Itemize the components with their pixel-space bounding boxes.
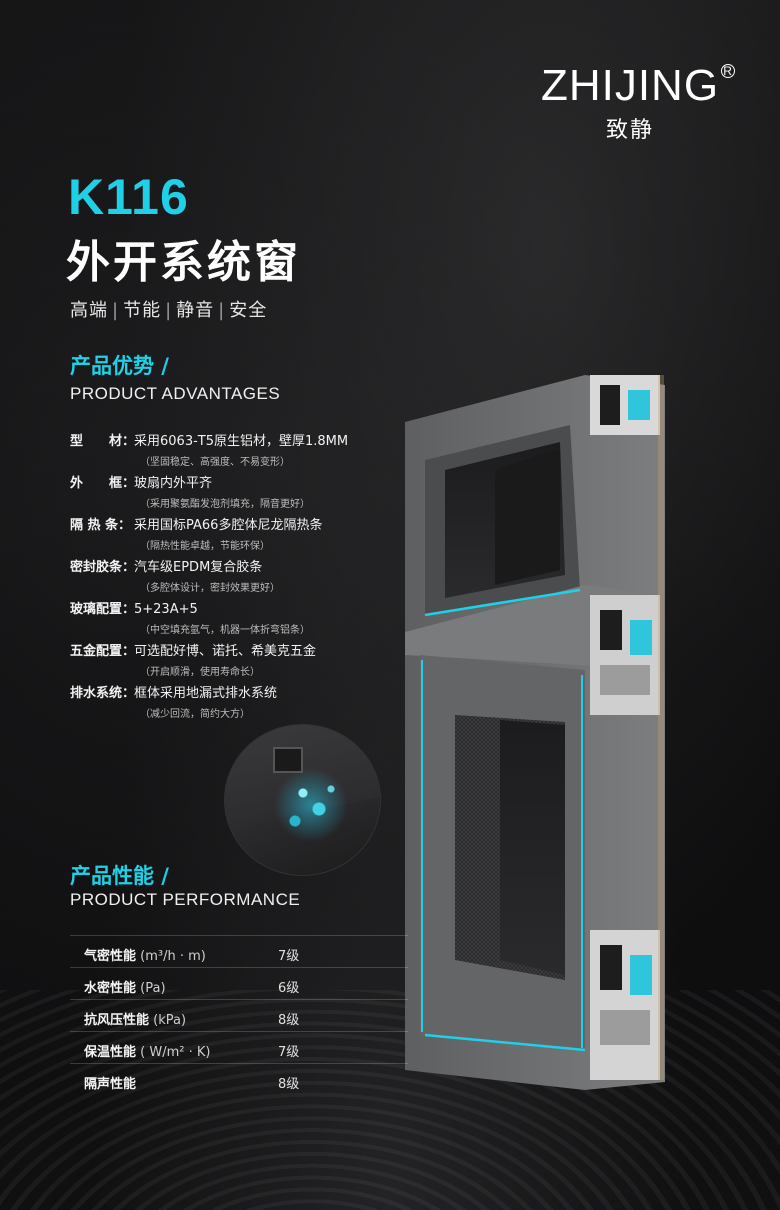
product-tag: 静音: [176, 300, 215, 321]
perf-name-cell: 水密性能 (Pa): [84, 977, 166, 996]
advantage-note: （隔热性能卓越，节能环保）: [140, 541, 270, 552]
product-tags: 高端|节能|静音|安全: [70, 296, 267, 322]
advantage-item: 隔 热 条：采用国标PA66多腔体尼龙隔热条 （隔热性能卓越，节能环保）: [70, 514, 400, 552]
perf-unit: (Pa): [136, 981, 166, 996]
advantage-item: 五金配置：可选配好博、诺托、希美克五金 （开启顺滑，使用寿命长）: [70, 640, 400, 678]
perf-value: 6级: [278, 981, 300, 996]
perf-unit: ( W/m² · K): [136, 1045, 211, 1060]
perf-value: 7级: [278, 949, 300, 964]
window-cross-section-icon: [405, 375, 665, 1090]
perf-name: 隔声性能: [84, 1077, 137, 1092]
performance-heading-en: PRODUCT PERFORMANCE: [70, 890, 301, 909]
table-row: 隔声性能 8级: [70, 1063, 408, 1096]
perf-name-cell: 隔声性能: [84, 1073, 136, 1092]
product-title: 外开系统窗: [66, 237, 301, 288]
tag-separator: |: [165, 300, 173, 321]
advantage-item: 排水系统：框体采用地漏式排水系统 （减少回流，简约大方）: [70, 682, 400, 720]
advantage-note: （开启顺滑，使用寿命长）: [140, 667, 260, 678]
brand-name-cn: 致静: [605, 118, 654, 143]
perf-name: 气密性能: [84, 949, 137, 964]
advantage-text: 采用6063-T5原生铝材，壁厚1.8MM: [134, 434, 349, 449]
product-tag: 高端: [70, 300, 108, 321]
advantage-label: 排水系统：: [70, 686, 136, 701]
tag-separator: |: [218, 300, 226, 321]
perf-name-cell: 抗风压性能 (kPa): [84, 1009, 186, 1028]
advantage-text: 采用国标PA66多腔体尼龙隔热条: [134, 518, 323, 533]
brand-name-en-text: ZHIJING: [540, 61, 720, 110]
perf-value: 8级: [278, 1013, 300, 1028]
advantage-note: （中空填充氩气，机器一体折弯铝条）: [140, 625, 310, 636]
advantage-text: 框体采用地漏式排水系统: [134, 686, 278, 701]
brand-logo: ZHIJING R 致静: [520, 62, 740, 144]
perf-unit: (kPa): [149, 1013, 187, 1028]
perf-name: 水密性能: [84, 981, 137, 996]
drain-splash-icon: [225, 725, 380, 875]
advantage-item: 型 材：采用6063-T5原生铝材，壁厚1.8MM （坚固稳定、高强度、不易变形…: [70, 430, 400, 468]
perf-name-cell: 保温性能 ( W/m² · K): [84, 1041, 210, 1060]
perf-name: 抗风压性能: [84, 1013, 150, 1028]
table-row: 抗风压性能 (kPa) 8级: [70, 999, 408, 1031]
registered-mark-icon: R: [721, 64, 736, 78]
advantage-label: 隔 热 条：: [70, 518, 132, 533]
table-row: 水密性能 (Pa) 6级: [70, 967, 408, 999]
product-tag: 安全: [229, 300, 268, 321]
advantage-text: 汽车级EPDM复合胶条: [134, 560, 263, 575]
perf-unit: (m³/h · m): [136, 949, 206, 964]
advantages-heading-cn: 产品优势 /: [70, 354, 169, 378]
advantage-text: 可选配好博、诺托、希美克五金: [134, 644, 317, 659]
advantage-item: 外 框：玻扇内外平齐 （采用聚氨酯发泡剂填充，隔音更好）: [70, 472, 400, 510]
product-tag: 节能: [123, 300, 162, 321]
perf-name-cell: 气密性能 (m³/h · m): [84, 945, 206, 964]
product-model: K116: [68, 169, 189, 225]
advantage-item: 密封胶条：汽车级EPDM复合胶条 （多腔体设计，密封效果更好）: [70, 556, 400, 594]
advantage-note: （减少回流，简约大方）: [140, 709, 250, 720]
table-row: 保温性能 ( W/m² · K) 7级: [70, 1031, 408, 1063]
perf-name: 保温性能: [84, 1045, 137, 1060]
advantage-item: 玻璃配置：5+23A+5 （中空填充氩气，机器一体折弯铝条）: [70, 598, 400, 636]
advantage-note: （坚固稳定、高强度、不易变形）: [140, 457, 290, 468]
advantage-label: 型 材：: [70, 434, 136, 449]
advantages-heading-en: PRODUCT ADVANTAGES: [70, 384, 281, 403]
advantage-label: 外 框：: [70, 476, 136, 491]
water-splash-icon: [271, 765, 351, 845]
table-row: 气密性能 (m³/h · m) 7级: [70, 935, 408, 967]
advantage-label: 五金配置：: [70, 644, 136, 659]
advantage-note: （多腔体设计，密封效果更好）: [140, 583, 280, 594]
tag-separator: |: [112, 300, 120, 321]
brand-name-en: ZHIJING R: [540, 61, 736, 110]
performance-table: 气密性能 (m³/h · m) 7级 水密性能 (Pa) 6级 抗风压性能 (k…: [70, 935, 408, 1096]
advantage-text: 5+23A+5: [134, 602, 198, 617]
performance-heading-cn: 产品性能 /: [70, 864, 169, 888]
advantage-label: 密封胶条：: [70, 560, 136, 575]
advantage-text: 玻扇内外平齐: [134, 476, 213, 491]
perf-value: 8级: [278, 1077, 300, 1092]
advantage-label: 玻璃配置：: [70, 602, 136, 617]
perf-value: 7级: [278, 1045, 300, 1060]
advantage-note: （采用聚氨酯发泡剂填充，隔音更好）: [140, 499, 310, 510]
